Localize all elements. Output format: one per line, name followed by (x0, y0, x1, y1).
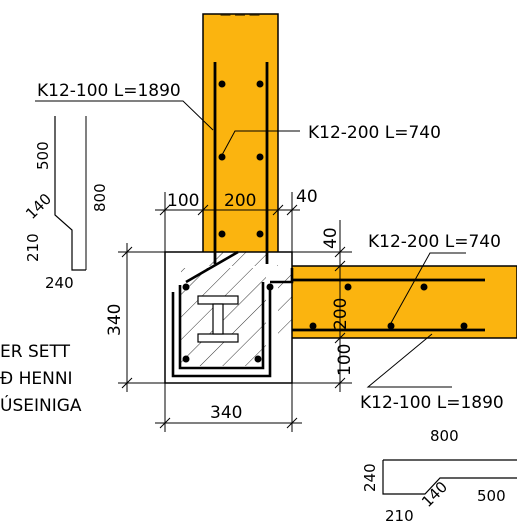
left-shape-800: 800 (91, 183, 109, 212)
dim-beam-offset-bottom: 100 (335, 344, 355, 376)
bottom-shape-240: 240 (361, 463, 379, 492)
beam-rebars (292, 278, 485, 332)
left-bar-shape (54, 116, 86, 271)
top-dimension-line (155, 192, 300, 252)
beam-orange (277, 265, 517, 339)
bottom-shape-140: 140 (418, 478, 451, 511)
label-horizontal-main: K12-100 L=1890 (360, 393, 504, 413)
note-line-3: ÚSEINIGA (0, 394, 82, 416)
column-stirrups (171, 250, 294, 378)
dim-wall-width: 200 (224, 191, 256, 211)
bottom-dimension-line (155, 383, 302, 432)
dim-beam-offset-top: 40 (321, 227, 341, 249)
dim-beam-height: 200 (331, 298, 351, 330)
label-vertical-main: K12-100 L=1890 (37, 81, 181, 101)
left-shape-500: 500 (34, 141, 52, 170)
note-line-1: ER SETT (0, 342, 71, 362)
left-dimension-line (118, 243, 165, 392)
note-line-2: Ð HENNI (0, 369, 73, 389)
bottom-shape-500: 500 (477, 487, 506, 505)
i-beam-icon (197, 295, 239, 343)
dim-wall-offset-right: 40 (296, 187, 318, 207)
dim-column-height: 340 (105, 304, 125, 336)
top-note: — — — (220, 8, 260, 21)
right-dimension-line (292, 220, 352, 392)
label-horizontal-stirrup: K12-200 L=740 (368, 232, 501, 252)
left-shape-240: 240 (45, 274, 74, 292)
dim-column-width: 340 (210, 403, 242, 423)
label-vertical-stirrup: K12-200 L=740 (308, 123, 441, 143)
bottom-shape-800: 800 (430, 427, 459, 445)
dim-wall-offset-left: 100 (167, 191, 199, 211)
leader-lines (35, 100, 466, 388)
rebar-dots (182, 80, 468, 363)
bottom-bar-shape-bend (382, 460, 517, 495)
bottom-shape-210: 210 (385, 507, 414, 525)
beam-hatch (278, 266, 292, 338)
wall-rebars (213, 62, 269, 264)
left-shape-210: 210 (24, 233, 42, 262)
left-shape-140: 140 (22, 190, 55, 223)
